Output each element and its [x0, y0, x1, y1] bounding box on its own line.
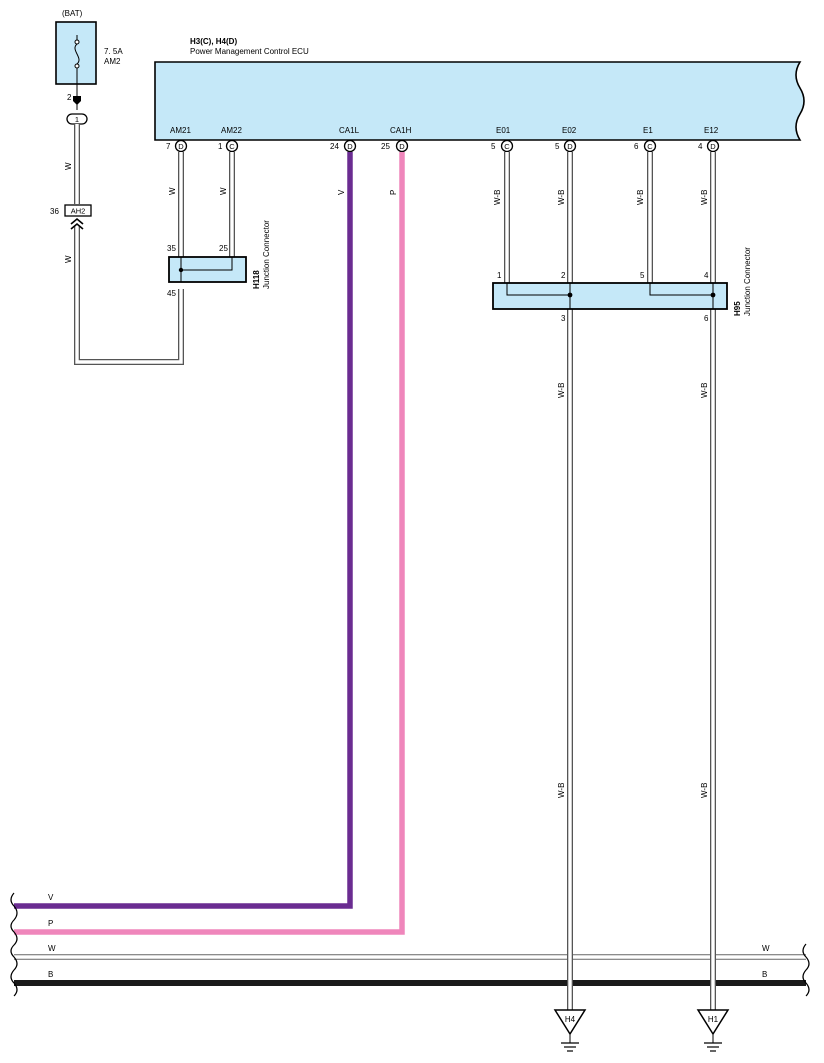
pin-name: CA1L — [339, 126, 360, 135]
wire-label-wb: W-B — [557, 383, 566, 398]
ground-label: H1 — [708, 1015, 719, 1024]
ground-h1: H1 — [696, 1009, 730, 1052]
pin-connector-letter: D — [399, 142, 405, 151]
wire-label-w: W — [48, 944, 56, 953]
wire-label-wb: W-B — [700, 190, 709, 205]
fuse-rating: 7. 5A — [104, 47, 123, 56]
pin-connector-letter: C — [229, 142, 235, 151]
pin-number: 25 — [381, 142, 390, 151]
wire-label-v: V — [337, 189, 346, 195]
wire-label-wb: W-B — [557, 190, 566, 205]
h118-pin-25: 25 — [219, 244, 228, 253]
h95-desc: Junction Connector — [743, 247, 752, 316]
junction-h95: 1 2 5 4 3 6 H95 Junction Connector — [492, 247, 752, 323]
wire-label-w: W — [762, 944, 770, 953]
h118-id: H118 — [252, 270, 261, 289]
wire-label-wb: W-B — [493, 190, 502, 205]
wire-label-p: P — [389, 190, 398, 195]
h95-pin-2: 2 — [561, 271, 566, 280]
connector-pin: 36 — [50, 207, 59, 216]
ecu-connectors-label: H3(C), H4(D) — [190, 37, 237, 46]
pin-number: 5 — [491, 142, 496, 151]
wire-label-v: V — [48, 893, 54, 902]
fuse-pin-number: 2 — [67, 93, 72, 102]
pin-name: CA1H — [390, 126, 412, 135]
ground-h4: H4 — [553, 1009, 587, 1052]
h95-id: H95 — [733, 301, 742, 316]
pin-number: 24 — [330, 142, 339, 151]
h95-pin-1: 1 — [497, 271, 502, 280]
pin-number: 5 — [555, 142, 560, 151]
pin-connector-letter: D — [567, 142, 573, 151]
wire-label-w: W — [219, 187, 228, 195]
h118-pin-45: 45 — [167, 289, 176, 298]
wire-label-b: B — [762, 970, 767, 979]
wire-violet — [14, 152, 353, 909]
junction-number: 1 — [75, 115, 79, 124]
pin-name: AM21 — [170, 126, 191, 135]
ecu-pin-ca1h: CA1H 25 D — [381, 126, 412, 153]
ecu-pin-e01: E01 5 C — [491, 126, 514, 153]
h95-pin-6: 6 — [704, 314, 709, 323]
ecu-pin-ca1l: CA1L 24 D — [330, 126, 360, 153]
h118-pin-35: 35 — [167, 244, 176, 253]
ecu-box: H3(C), H4(D) Power Management Control EC… — [154, 37, 805, 141]
pin-number: 1 — [218, 142, 223, 151]
h95-pin-5: 5 — [640, 271, 645, 280]
ecu-pin-am22: AM22 1 C — [218, 126, 242, 153]
wire-label-p: P — [48, 919, 53, 928]
wire-label-w: W — [168, 187, 177, 195]
ecu-name: Power Management Control ECU — [190, 47, 309, 56]
wire-label-wb: W-B — [700, 783, 709, 798]
pin-number: 4 — [698, 142, 703, 151]
h118-desc: Junction Connector — [262, 220, 271, 289]
wire-break-right-icon — [802, 943, 810, 997]
pin-name: E1 — [643, 126, 653, 135]
ecu-pin-e12: E12 4 D — [698, 126, 720, 153]
fuse-source: (BAT) — [62, 9, 83, 18]
pin-connector-letter: D — [710, 142, 716, 151]
pin-connector-letter: D — [178, 142, 184, 151]
pin-connector-letter: D — [347, 142, 353, 151]
ground-label: H4 — [565, 1015, 576, 1024]
pin-connector-letter: C — [647, 142, 653, 151]
ecu-pin-e02: E02 5 D — [555, 126, 577, 153]
fuse-am2: (BAT) 7. 5A AM2 2 1 — [55, 9, 123, 125]
ecu-pin-e1: E1 6 C — [634, 126, 657, 153]
wire-label-wb: W-B — [557, 783, 566, 798]
h95-pin-3: 3 — [561, 314, 566, 323]
ecu-pin-am21: AM21 7 D — [166, 126, 191, 153]
pin-number: 6 — [634, 142, 639, 151]
h95-pin-4: 4 — [704, 271, 709, 280]
pin-name: E12 — [704, 126, 719, 135]
wire-label-w: W — [64, 255, 73, 263]
wire-pink — [14, 152, 405, 935]
wire-wb-crossing — [567, 940, 716, 1010]
pin-name: E02 — [562, 126, 577, 135]
fuse-name: AM2 — [104, 57, 121, 66]
pin-number: 7 — [166, 142, 171, 151]
pin-name: E01 — [496, 126, 511, 135]
pin-name: AM22 — [221, 126, 242, 135]
connector-ah2: 36 AH2 — [50, 204, 92, 230]
wire-break-left-icon — [10, 892, 18, 997]
wire-label-wb: W-B — [700, 383, 709, 398]
junction-h118: 35 25 45 H118 Junction Connector — [167, 220, 271, 298]
wire-w-fuse-loop — [74, 124, 184, 365]
pin-connector-letter: C — [504, 142, 510, 151]
wire-label-w: W — [64, 162, 73, 170]
connector-name: AH2 — [71, 207, 86, 216]
wire-label-b: B — [48, 970, 53, 979]
wire-label-wb: W-B — [636, 190, 645, 205]
